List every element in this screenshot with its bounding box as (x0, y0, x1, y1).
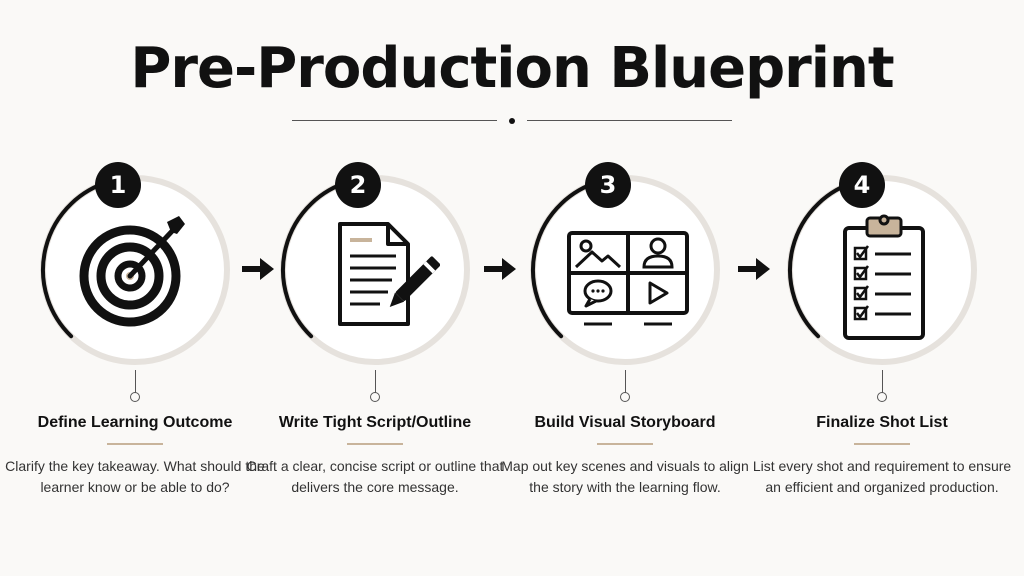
title-divider (292, 118, 732, 124)
step-heading: Finalize Shot List (816, 414, 948, 431)
step-number: 4 (839, 162, 885, 208)
step-description: Craft a clear, concise script or outline… (246, 458, 504, 495)
step-heading: Build Visual Storyboard (534, 414, 716, 431)
arrow-right-icon (738, 258, 770, 280)
step-description: Map out key scenes and visuals to align … (501, 458, 749, 495)
arrow-right-icon (484, 258, 516, 280)
step-description: Clarify the key takeaway. What should th… (5, 458, 265, 495)
heading-underline (347, 443, 403, 445)
target-icon (79, 216, 185, 327)
step-description: List every shot and requirement to ensur… (752, 458, 1012, 495)
storyboard-icon (567, 231, 689, 326)
heading-underline (597, 443, 653, 445)
clipboard-checklist-icon (843, 214, 925, 340)
arrow-right-icon (242, 258, 274, 280)
step-4: 4 Finalize Shot List List every shot and… (753, 160, 1011, 560)
step-2: 2 Write Tight Script/Outline Craft a cle… (247, 160, 503, 560)
script-pencil-icon (338, 222, 440, 326)
step-connector (370, 392, 380, 402)
step-heading: Define Learning Outcome (37, 414, 233, 431)
step-1: 1 Define Learning Outcome Clarify the ke… (5, 160, 265, 560)
step-number: 3 (585, 162, 631, 208)
heading-underline (854, 443, 910, 445)
step-connector (130, 392, 140, 402)
step-number: 1 (95, 162, 141, 208)
step-3: 3 Build Visual Storyboard Map out key sc… (500, 160, 750, 560)
step-connector (877, 392, 887, 402)
page-title: Pre-Production Blueprint (130, 36, 894, 101)
heading-underline (107, 443, 163, 445)
step-connector (620, 392, 630, 402)
step-heading: Write Tight Script/Outline (278, 414, 472, 431)
step-number: 2 (335, 162, 381, 208)
